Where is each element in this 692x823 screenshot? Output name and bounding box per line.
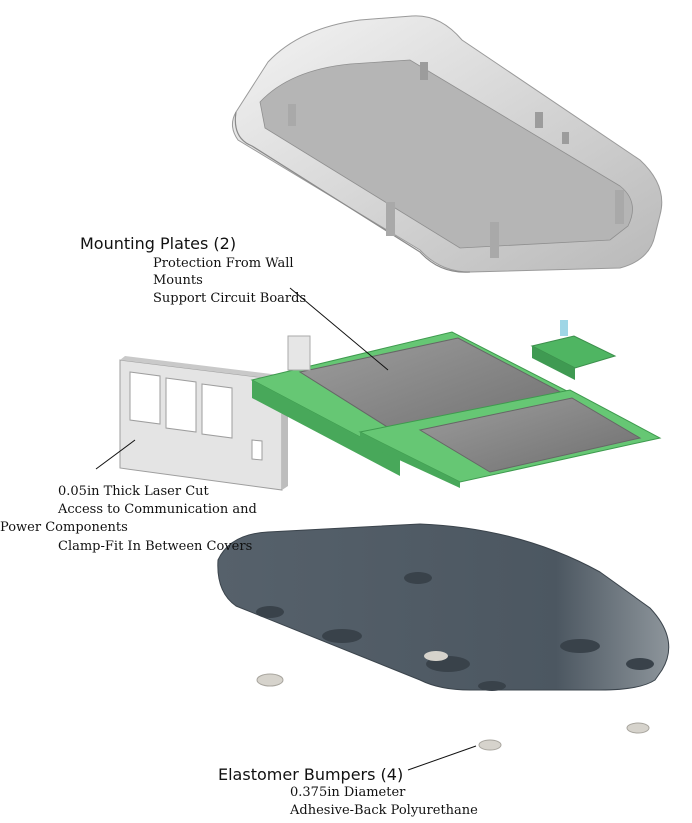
- leader-mounting: [289, 287, 389, 371]
- bumpers-title: Elastomer Bumpers (4): [218, 765, 404, 784]
- top-cover: [232, 15, 663, 273]
- laser-cut-line-2: Access to Communication and: [58, 502, 257, 517]
- mounting-plates-line-1: Protection From Wall: [153, 256, 294, 271]
- bumper-2: [478, 739, 502, 751]
- bumpers-line-2: Adhesive-Back Polyurethane: [290, 803, 478, 818]
- laser-cut-plate: [119, 356, 288, 491]
- laser-cut-line-4: Clamp-Fit In Between Covers: [58, 539, 253, 554]
- circuit-board-assembly: [250, 320, 662, 488]
- bumper-1: [256, 673, 284, 687]
- laser-cut-line-3: Power Components: [0, 520, 128, 535]
- elastomer-bumpers: [256, 673, 650, 751]
- laser-cut-line-1: 0.05in Thick Laser Cut: [58, 484, 209, 499]
- bottom-cover: [217, 523, 670, 691]
- leader-bumpers: [407, 745, 477, 771]
- leader-laser: [95, 439, 136, 470]
- mounting-plates-line-2: Mounts: [153, 273, 203, 288]
- mounting-plates-title: Mounting Plates (2): [80, 234, 237, 253]
- bumper-3: [626, 722, 650, 734]
- bumpers-line-1: 0.375in Diameter: [290, 785, 406, 800]
- mounting-plates-line-3: Support Circuit Boards: [153, 291, 307, 306]
